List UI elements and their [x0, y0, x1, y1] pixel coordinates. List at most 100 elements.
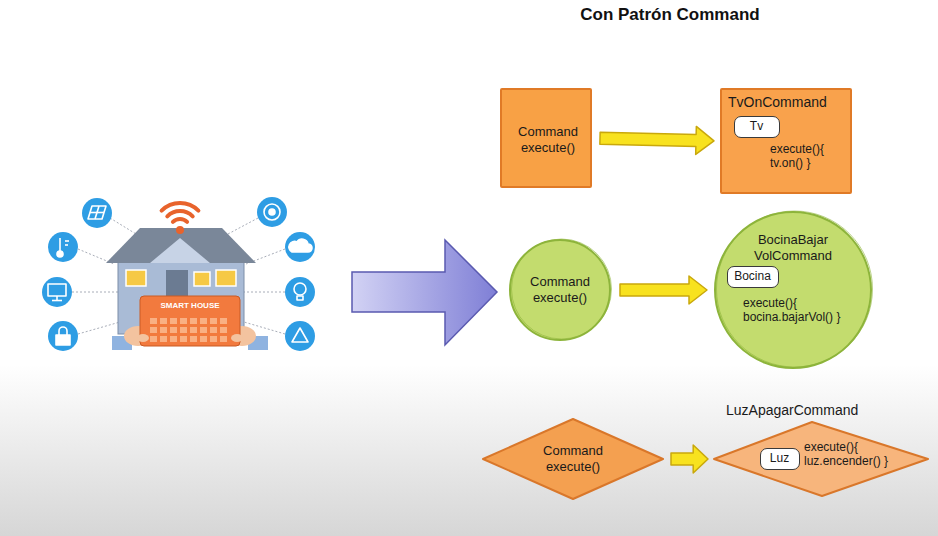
tablet-key	[180, 327, 187, 333]
node-text: LuzApagarCommand	[726, 402, 906, 419]
node-text: Command execute()	[528, 443, 618, 474]
solar-panel-icon	[95, 206, 99, 219]
diagram-title: Con Patrón Command	[520, 5, 820, 25]
flow-arrow	[620, 276, 707, 304]
node-text: Command execute()	[520, 274, 600, 305]
node-text: Bocina	[734, 269, 771, 283]
icon-circle	[285, 232, 315, 262]
monitor-icon	[56, 296, 58, 300]
tablet-key	[220, 336, 227, 342]
node-code: execute(){ luz.encender() }	[804, 440, 896, 469]
lock-icon	[56, 335, 70, 345]
big-flow-arrow	[352, 240, 497, 345]
recycle-icon	[292, 328, 308, 342]
tablet-key	[210, 336, 217, 342]
text-slot: execute(){ tv.on() }	[770, 142, 848, 171]
tablet-key	[190, 336, 197, 342]
monitor-icon	[48, 284, 66, 296]
tablet-key	[160, 336, 167, 342]
tablet-body	[140, 296, 240, 346]
tablet-key	[200, 327, 207, 333]
tablet-key	[200, 336, 207, 342]
tablet-key	[200, 318, 207, 324]
tablet-key	[190, 327, 197, 333]
node-code: execute(){ bocina.bajarVol() }	[743, 296, 855, 325]
tablet-key	[150, 327, 157, 333]
text-slot: BocinaBajar VolCommand	[738, 232, 848, 263]
node-text: BocinaBajar VolCommand	[738, 232, 848, 263]
diamond-shape	[483, 419, 663, 499]
concrete-command-circle: BocinaBajar VolCommand execute(){ bocina.…	[713, 210, 873, 370]
thumb	[231, 334, 243, 342]
tablet-key	[190, 318, 197, 324]
smart-house-illustration	[42, 197, 315, 351]
wifi-arc	[173, 219, 187, 222]
house-gable	[150, 238, 210, 263]
monitor-icon	[52, 300, 62, 302]
tablet-key	[160, 327, 167, 333]
dashed-link	[72, 292, 118, 293]
house-door	[166, 270, 188, 296]
icon-circle	[48, 321, 78, 351]
bulb-icon	[294, 283, 306, 295]
solar-panel-icon	[88, 206, 106, 219]
lock-icon	[59, 327, 67, 335]
flow-arrow	[671, 445, 708, 473]
thermometer-icon	[65, 240, 69, 242]
flow-arrow	[600, 126, 714, 154]
icon-circles	[42, 197, 315, 351]
concrete-command-diamond: LuzApagarCommand execute(){ luz.encender(…	[712, 402, 932, 498]
diamond-shape	[714, 422, 928, 496]
tablet-key	[150, 318, 157, 324]
icon-circle	[48, 232, 78, 262]
icon-circle	[257, 197, 287, 227]
text-slot: TvOnCommand	[728, 94, 848, 111]
icon-circle	[285, 277, 315, 307]
thermometer-icon	[57, 251, 63, 257]
text-slot: execute(){ luz.encender() }	[804, 440, 896, 469]
house-window	[126, 270, 146, 286]
tablet-key	[170, 336, 177, 342]
receiver-box: Luz	[760, 448, 800, 470]
house-window	[216, 270, 236, 286]
receiver-box: Tv	[734, 116, 780, 138]
icon-circle	[82, 198, 112, 228]
command-interface-box: Command execute()	[500, 88, 592, 188]
node-text: Command execute()	[502, 124, 594, 155]
text-slot: Bocina	[728, 267, 777, 286]
tablet-key	[150, 336, 157, 342]
dashed-link	[78, 322, 120, 334]
command-interface-circle: Command execute()	[508, 238, 612, 342]
bulb-icon	[297, 296, 303, 300]
house-window	[194, 272, 210, 286]
tablet-key	[170, 327, 177, 333]
camera-icon	[269, 209, 275, 215]
dashed-link	[228, 218, 258, 234]
tablet	[137, 296, 243, 346]
icon-circle	[42, 277, 72, 307]
screen-label: SMART HOUSE	[148, 301, 232, 311]
text-slot: Tv	[735, 117, 778, 136]
wifi-arc	[162, 203, 199, 211]
receiver-box: Bocina	[727, 266, 779, 288]
node-text: TvOnCommand	[728, 94, 848, 111]
thermometer-icon	[59, 238, 61, 251]
tablet-key	[220, 318, 227, 324]
tablet-key	[210, 327, 217, 333]
node-text: Luz	[770, 451, 789, 465]
icon-glyphs	[48, 204, 312, 345]
tablet-key	[180, 336, 187, 342]
text-slot: Command execute()	[520, 238, 600, 342]
tablet-key	[170, 318, 177, 324]
sketch-stroke	[717, 211, 873, 367]
tablet-key	[180, 318, 187, 324]
icon-circle	[285, 321, 315, 351]
wifi-dot	[176, 226, 184, 234]
tablet-key	[220, 327, 227, 333]
thermometer-icon	[65, 244, 68, 246]
dashed-link	[110, 218, 136, 234]
text-slot: execute(){ bocina.bajarVol() }	[743, 296, 855, 325]
